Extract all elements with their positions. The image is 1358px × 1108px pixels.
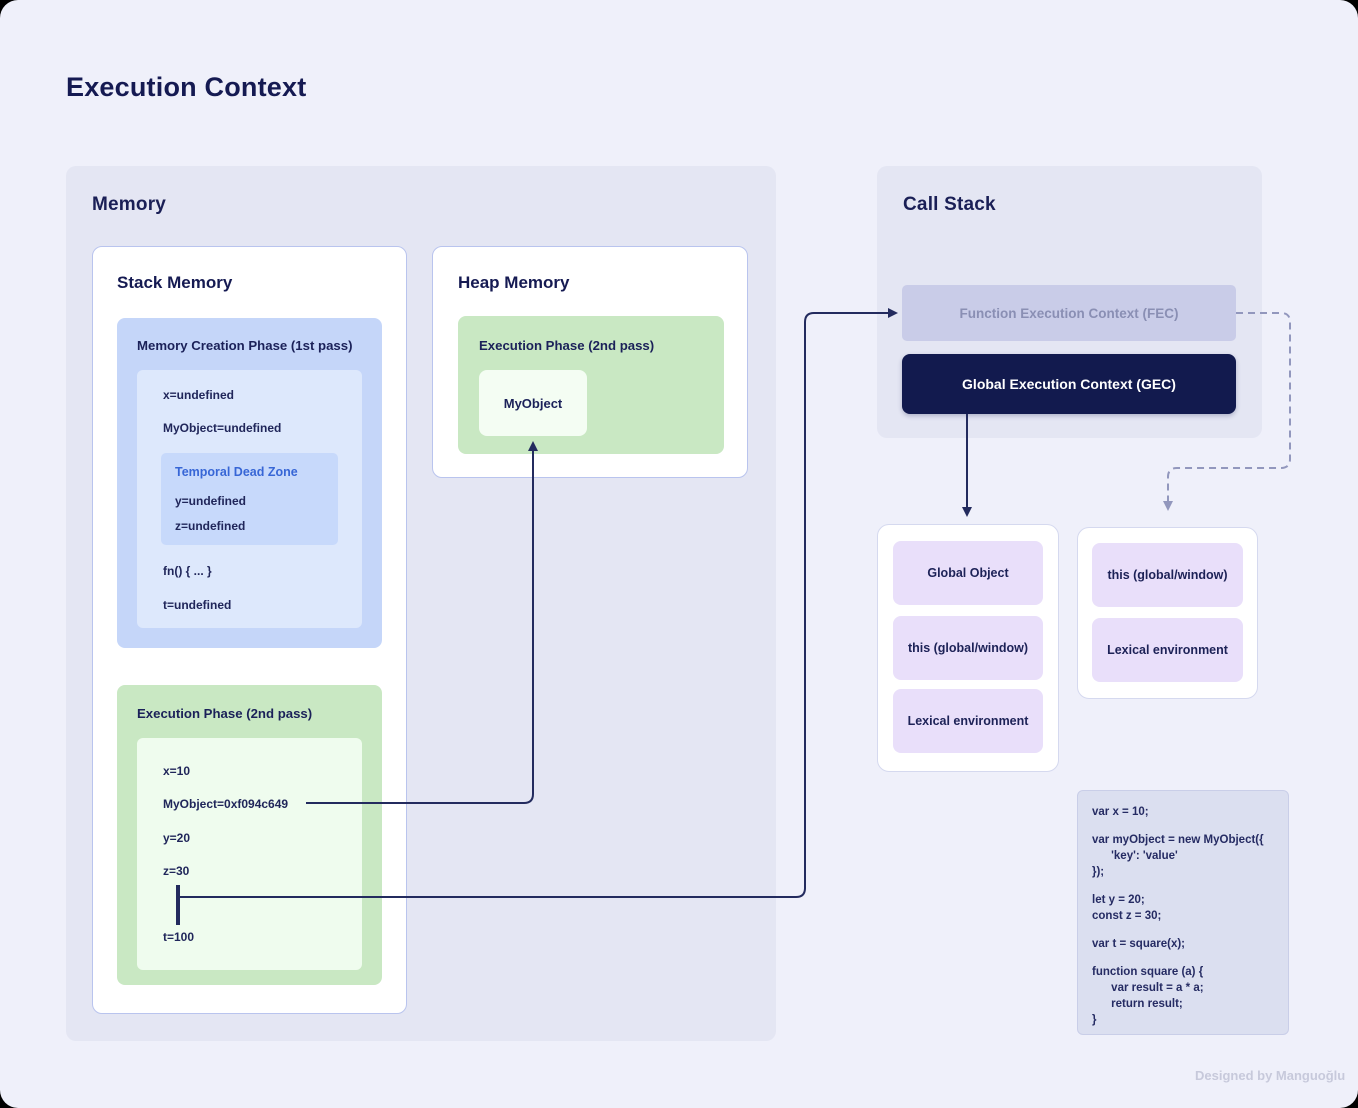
var-myobject-address: MyObject=0xf094c649 <box>163 797 289 811</box>
global-execution-context-box: Global Execution Context (GEC) <box>902 354 1236 414</box>
var-myobject-undefined: MyObject=undefined <box>163 421 282 435</box>
designer-credit: Designed by Manguoğlu <box>1195 1068 1346 1083</box>
var-x-10: x=10 <box>163 764 191 778</box>
call-stack-label: Call Stack <box>903 194 996 215</box>
var-y-20: y=20 <box>163 831 191 845</box>
var-z-30: z=30 <box>163 864 190 878</box>
fn-declaration: fn() { ... } <box>163 564 212 578</box>
code-line: return result; <box>1092 998 1183 1010</box>
global-object-box: Global Object <box>893 541 1043 605</box>
fec-this-box: this (global/window) <box>1092 543 1243 607</box>
var-t-100: t=100 <box>163 930 195 944</box>
var-z-undefined: z=undefined <box>175 519 246 533</box>
code-line: 'key': 'value' <box>1092 850 1178 862</box>
heap-execution-phase-title: Execution Phase (2nd pass) <box>479 338 655 353</box>
gec-lexical-environment-box: Lexical environment <box>893 689 1043 753</box>
memory-panel-label: Memory <box>92 194 167 215</box>
code-line: } <box>1092 1014 1097 1026</box>
code-line: }); <box>1092 866 1105 878</box>
temporal-dead-zone-title: Temporal Dead Zone <box>175 465 298 479</box>
page-title: Execution Context <box>66 72 307 102</box>
fec-lexical-environment-box: Lexical environment <box>1092 618 1243 682</box>
code-line: var result = a * a; <box>1092 982 1204 994</box>
code-line: var x = 10; <box>1092 806 1149 818</box>
var-x-undefined: x=undefined <box>163 388 235 402</box>
var-t-undefined: t=undefined <box>163 598 232 612</box>
heap-memory-title: Heap Memory <box>458 273 570 292</box>
var-y-undefined: y=undefined <box>175 494 247 508</box>
heap-myobject-box: MyObject <box>479 370 587 436</box>
code-line: function square (a) { <box>1092 966 1204 978</box>
code-line: let y = 20; <box>1092 894 1145 906</box>
code-line: var t = square(x); <box>1092 938 1185 950</box>
stack-execution-phase-title: Execution Phase (2nd pass) <box>137 706 313 721</box>
memory-creation-phase-title: Memory Creation Phase (1st pass) <box>137 338 353 353</box>
code-line: const z = 30; <box>1092 910 1162 922</box>
function-execution-context-box: Function Execution Context (FEC) <box>902 285 1236 341</box>
gec-this-box: this (global/window) <box>893 616 1043 680</box>
code-line: var myObject = new MyObject({ <box>1092 834 1264 846</box>
stack-memory-title: Stack Memory <box>117 273 233 292</box>
source-code-box: var x = 10; var myObject = new MyObject(… <box>1077 790 1289 1035</box>
